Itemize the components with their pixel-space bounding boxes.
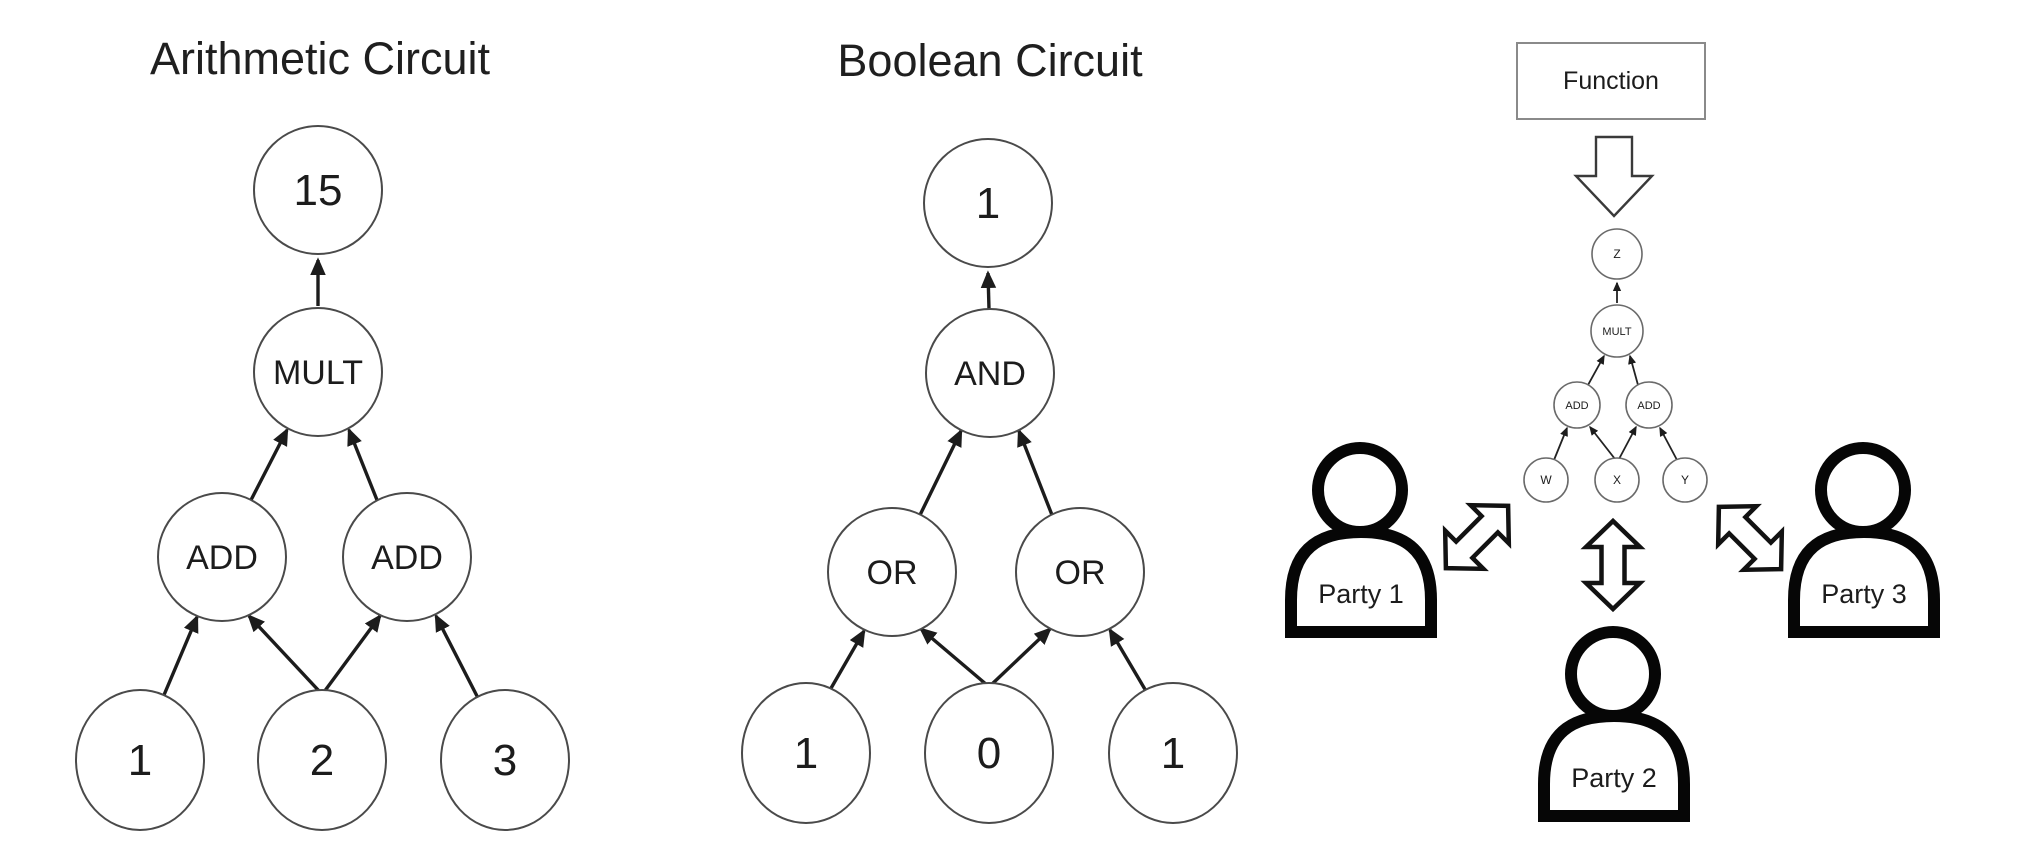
party2-body: [1538, 709, 1690, 822]
shared-circuit: Z MULT ADD ADD W X Y: [1523, 228, 1708, 503]
input-node-2: [924, 682, 1054, 824]
and-gate-label: AND: [954, 355, 1026, 393]
function-box-label: Function: [1563, 67, 1659, 95]
input-node-1: [75, 689, 205, 831]
add-left-gate-label: ADD: [1565, 400, 1588, 412]
party3-label: Party 3: [1821, 579, 1907, 609]
input-node-3-label: 3: [493, 736, 517, 785]
edge-and-to-output: [980, 270, 997, 310]
edge-input2-to-orright: [989, 627, 1052, 687]
mult-gate-label: MULT: [273, 354, 363, 392]
w-input-node: [1523, 457, 1569, 503]
party1-exchange-arrow-icon: [1442, 502, 1512, 572]
x-input-node: [1594, 457, 1640, 503]
edge-input3-to-addright: [434, 613, 480, 699]
boolean-circuit-title: Boolean Circuit: [837, 35, 1143, 86]
edge-y-to-addright: [1659, 426, 1678, 461]
edge-addleft-to-mult: [1587, 354, 1605, 386]
edge-input2-to-addright: [322, 613, 382, 694]
edge-addleft-to-mult: [249, 427, 289, 501]
or-left-gate-node: [827, 507, 957, 637]
mult-gate-node: [253, 307, 383, 437]
party2-label: Party 2: [1571, 763, 1657, 793]
party1-person-icon: Party 1: [1285, 442, 1437, 638]
party3-person-icon: Party 3: [1788, 442, 1940, 638]
edge-input1-to-orleft: [828, 628, 866, 691]
add-left-gate-label: ADD: [186, 539, 258, 577]
input-node-1: [741, 682, 871, 824]
input-node-1-label: 1: [794, 729, 818, 778]
function-box: [1516, 42, 1706, 120]
or-right-gate-node: [1015, 507, 1145, 637]
edge-orright-to-and: [1017, 428, 1054, 516]
add-right-gate-node: [1625, 381, 1673, 429]
output-node-label: 1: [976, 179, 1000, 228]
output-node: [253, 125, 383, 255]
party1-label: Party 1: [1318, 579, 1404, 609]
output-node-label: 15: [294, 166, 343, 215]
add-right-gate-label: ADD: [371, 539, 443, 577]
z-output-node: [1591, 228, 1643, 280]
down-block-arrow-icon: [1573, 135, 1655, 218]
edge-input2-to-orleft: [918, 627, 989, 687]
edge-input3-to-orright: [1108, 627, 1148, 692]
input-node-2-label: 0: [977, 729, 1001, 778]
party2-head: [1565, 626, 1661, 722]
input-node-1-label: 1: [128, 736, 152, 785]
and-gate-node: [925, 308, 1055, 438]
w-input-label: W: [1540, 473, 1552, 487]
input-node-2-label: 2: [310, 736, 334, 785]
edge-addright-to-mult: [347, 427, 379, 501]
z-output-label: Z: [1613, 247, 1620, 261]
mult-gate-label: MULT: [1602, 326, 1631, 338]
mult-gate-node: [1590, 304, 1644, 358]
edge-w-to-addleft: [1553, 426, 1568, 461]
party3-head: [1815, 442, 1911, 538]
input-node-3-label: 1: [1161, 729, 1185, 778]
edge-addright-to-mult: [1628, 354, 1639, 386]
edge-x-to-addright: [1618, 425, 1637, 460]
add-right-gate-node: [342, 492, 472, 622]
party3-body: [1788, 525, 1940, 638]
edge-input2-to-addleft: [247, 614, 322, 694]
add-left-gate-node: [1553, 381, 1601, 429]
add-left-gate-node: [157, 492, 287, 622]
party2-exchange-arrow-icon: [1580, 517, 1646, 613]
arithmetic-circuit-diagram: Arithmetic Circuit 15 MULT ADD ADD 1 2 3: [75, 33, 570, 831]
add-right-gate-label: ADD: [1637, 400, 1660, 412]
party3-exchange-arrow-icon: [1715, 503, 1785, 573]
party1-body: [1285, 525, 1437, 638]
input-node-3: [1108, 682, 1238, 824]
y-input-label: Y: [1681, 473, 1689, 487]
party1-head: [1312, 442, 1408, 538]
edge-x-to-addleft: [1589, 425, 1616, 460]
x-input-label: X: [1613, 473, 1621, 487]
mpc-diagram: Function Z MULT ADD ADD W X Y: [1285, 42, 1940, 822]
input-node-3: [440, 689, 570, 831]
y-input-node: [1662, 457, 1708, 503]
party2-person-icon: Party 2: [1538, 626, 1690, 822]
input-node-2: [257, 689, 387, 831]
output-node: [923, 138, 1053, 268]
boolean-circuit-diagram: Boolean Circuit 1 AND OR OR 1 0 1: [741, 35, 1238, 824]
arithmetic-circuit-title: Arithmetic Circuit: [150, 33, 491, 84]
edge-input1-to-addleft: [162, 614, 199, 696]
or-left-gate-label: OR: [867, 554, 918, 592]
edge-orleft-to-and: [918, 428, 963, 516]
or-right-gate-label: OR: [1055, 554, 1106, 592]
